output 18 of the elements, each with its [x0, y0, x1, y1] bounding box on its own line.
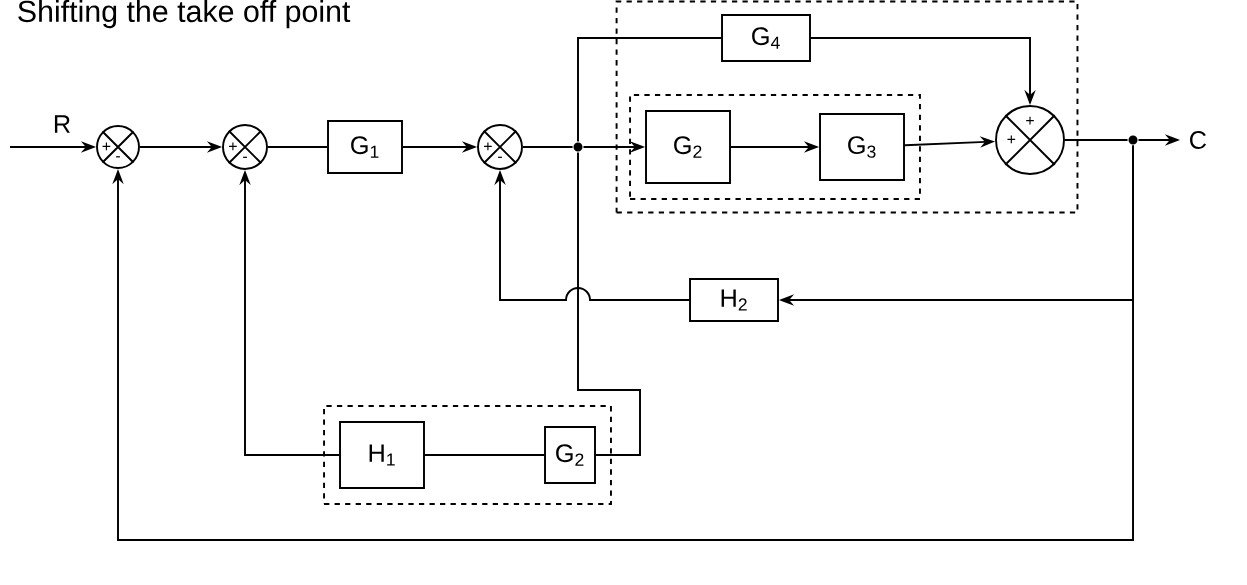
edge-label: R	[51, 113, 73, 135]
block-box: G$_{3}$	[819, 113, 905, 181]
block-box: H$_{1}$	[339, 421, 425, 489]
summing-junction: + +	[995, 105, 1065, 175]
summing-junction: + -	[222, 124, 268, 170]
title: Shifting the take off point	[18, 0, 351, 29]
dashed-group-box	[615, 0, 1079, 214]
block-box: G$_{4}$	[721, 14, 811, 62]
summing-junction: + -	[477, 124, 523, 170]
block-box: G$_{2}$	[544, 426, 596, 484]
block-box: G$_{1}$	[327, 120, 403, 174]
summing-junction: + -	[96, 125, 140, 169]
edge-label: C	[1187, 129, 1209, 151]
dashed-group-box	[629, 94, 921, 200]
arrow	[112, 144, 1134, 541]
block-box: H$_{2}$	[689, 278, 779, 322]
block-box: G$_{2}$	[645, 110, 731, 184]
dashed-group-box	[323, 405, 612, 505]
